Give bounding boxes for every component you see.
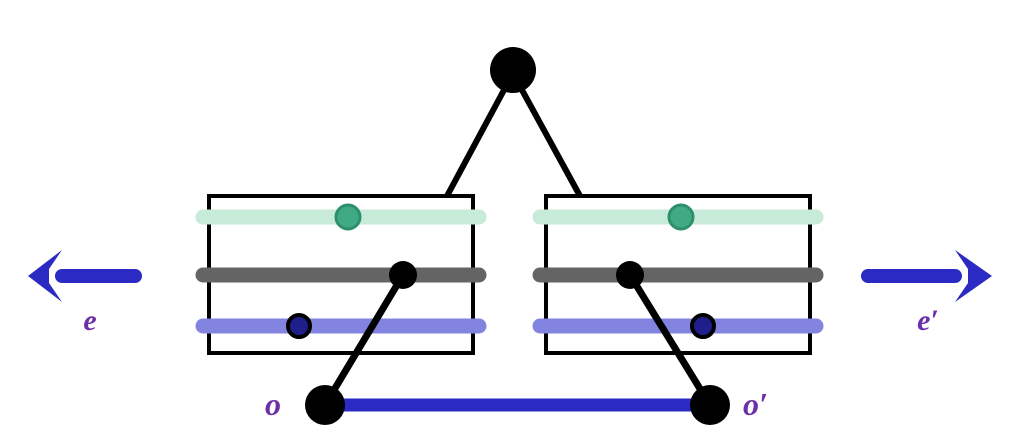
right-frame-navy-dot <box>690 313 716 339</box>
basis-label-left: e <box>83 304 96 337</box>
origin-label-left: o <box>265 386 281 422</box>
left-worldline <box>321 273 407 407</box>
basis-arrow-left-group <box>28 250 142 302</box>
apex-node <box>490 47 536 93</box>
origin-node-left <box>305 385 345 425</box>
origin-node-right <box>690 385 730 425</box>
right-frame-black-dot <box>616 261 644 289</box>
right-frame-green-dot <box>667 203 695 231</box>
right-worldline <box>627 273 713 407</box>
right-frame-group <box>532 194 824 407</box>
apex-edge-left-line <box>444 88 507 198</box>
origin-label-right: o′ <box>743 386 768 422</box>
apex-edge-right-line <box>519 88 583 198</box>
basis-arrow-left-head <box>28 250 62 302</box>
left-frame-group <box>195 194 487 407</box>
left-frame-black-dot <box>389 261 417 289</box>
left-frame-green-dot <box>334 203 362 231</box>
basis-label-right: e′ <box>917 304 939 337</box>
left-frame-navy-dot <box>286 313 312 339</box>
basis-arrow-right-group <box>861 250 992 302</box>
basis-arrow-right-head <box>955 250 992 302</box>
